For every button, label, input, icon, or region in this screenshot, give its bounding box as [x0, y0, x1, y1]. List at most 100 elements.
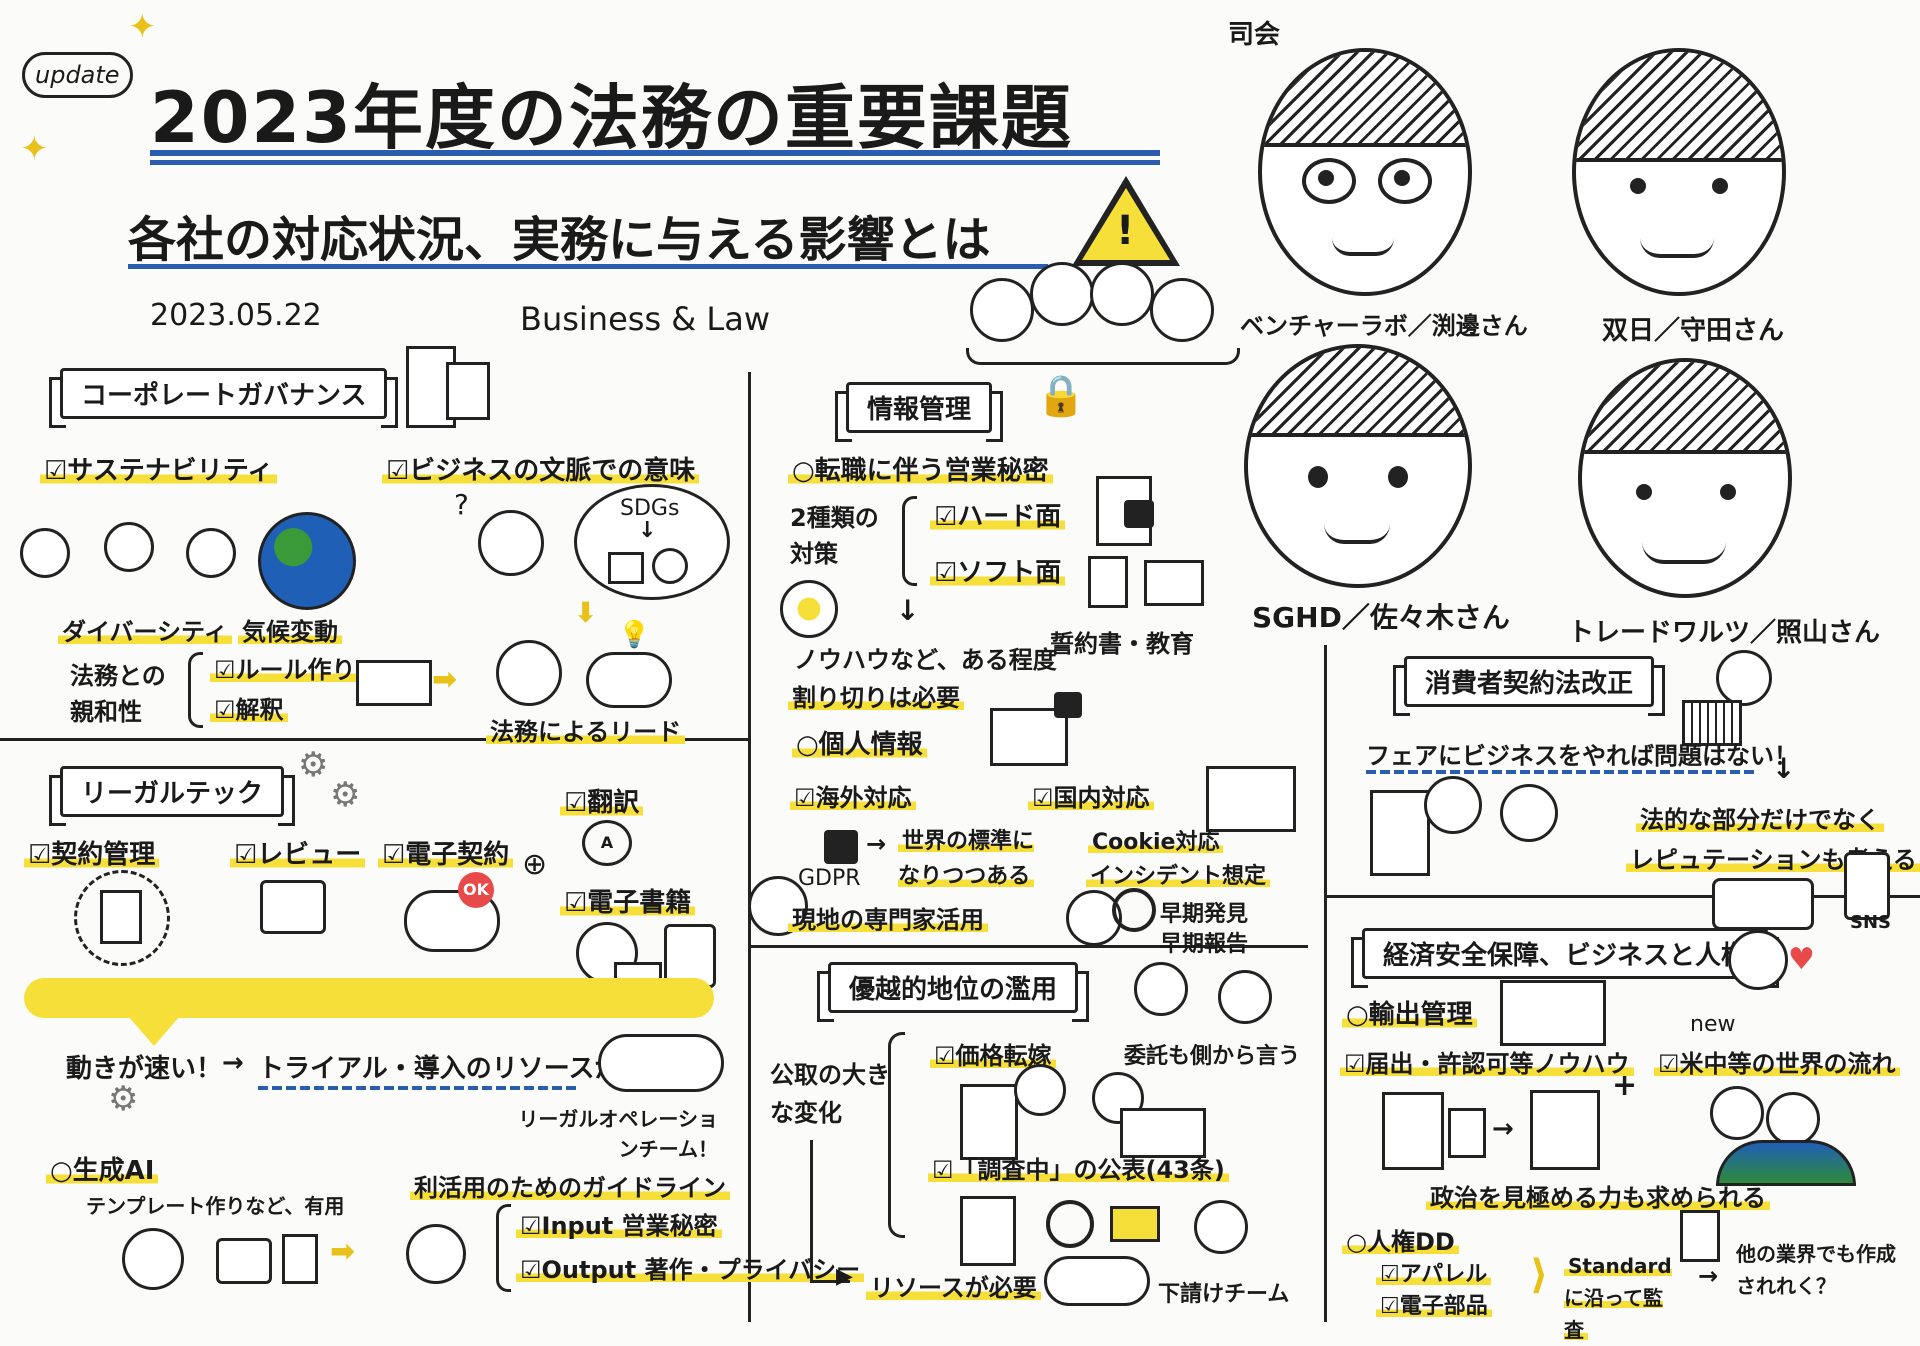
label-legalops-team: リーガルオペレーションチーム！ [518, 1107, 718, 1161]
label-ftc: 公取の大きな変化 [770, 1061, 890, 1128]
person-icon [20, 528, 70, 578]
item-esign: ☑電子契約 [378, 834, 514, 871]
arrow-icon: ⟩ [1530, 1252, 1549, 1298]
item-review: ☑レビュー [230, 834, 366, 871]
gear-icon: ⚙ [298, 745, 329, 785]
building-icon [1370, 790, 1430, 876]
speaker-name-2: SGHD／佐々木さん [1252, 601, 1510, 634]
label-compat: 法務との親和性 [70, 662, 166, 726]
label-early: 早期発見 [1160, 902, 1249, 927]
title-underline [150, 160, 1160, 165]
arrow-icon: → [222, 1048, 244, 1078]
person-icon [1030, 262, 1094, 326]
robot-icon [216, 1238, 272, 1284]
moderator-label: 司会 [1228, 20, 1281, 50]
arrow-down-icon: ⬇ [574, 596, 598, 629]
id-card-icon [990, 708, 1068, 766]
label-early2: 早期報告 [1160, 932, 1249, 957]
label-template: テンプレート作りなど、有用 [86, 1194, 345, 1218]
arrow-icon: ➡ [432, 662, 458, 697]
econ-heading: 経済安全保障、ビジネスと人権 [1350, 928, 1780, 988]
label-knowhow: ノウハウなど、ある程度 [794, 646, 1057, 674]
label-resource: リソースが必要 [866, 1268, 1041, 1303]
person-icon [1090, 262, 1154, 326]
person-icon [1194, 1200, 1248, 1254]
refresh-document-icon [74, 870, 170, 966]
divider [1324, 645, 1327, 1322]
item-human: ○人権DD [1342, 1222, 1459, 1257]
smartphone-icon [1844, 852, 1890, 920]
item-export: ○輸出管理 [1342, 994, 1477, 1031]
warning-icon-fill [1082, 188, 1170, 260]
yellow-callout-tip [128, 1016, 180, 1046]
label-gdpr: GDPR [798, 866, 861, 891]
update-tag: update [22, 52, 133, 98]
speaker-face-1 [1572, 48, 1786, 296]
earth-icon [258, 512, 356, 610]
label-two-types: 2種類の対策 [790, 504, 879, 568]
government-building-icon [1530, 1090, 1600, 1170]
page-title: 2023年度の法務の重要課題 [150, 77, 1073, 159]
item-rule: ☑ルール作り [210, 650, 360, 685]
team-icon [1044, 1256, 1150, 1306]
document-icon [100, 890, 142, 944]
lock-icon: 🔒 [1036, 373, 1086, 419]
speaker-face-2 [1244, 344, 1472, 588]
publisher: Business & Law [520, 300, 771, 338]
gear-icon: ⚙ [108, 1079, 139, 1119]
shopping-cart-icon [1682, 700, 1742, 746]
label-pledge: 誓約書・教育 [1050, 630, 1194, 658]
label-cutoff: 割り切りは必要 [788, 678, 964, 713]
item-ebook: ☑電子書籍 [560, 882, 696, 919]
robot-icon [260, 880, 326, 934]
gear-icon: ⚙ [330, 775, 361, 815]
cookie-browser-icon [1206, 766, 1296, 832]
translate-icon: A [582, 820, 632, 866]
bulb-circle-icon [780, 580, 838, 638]
person-magnifier-icon [1066, 890, 1122, 946]
documents-icon [1680, 1210, 1720, 1262]
item-translation: ☑翻訳 [560, 782, 644, 819]
ok-stamp: OK [458, 872, 494, 908]
item-personal: ○個人情報 [792, 724, 927, 761]
label-guideline: 利活用のためのガイドライン [410, 1168, 730, 1203]
person-icon [1424, 776, 1482, 834]
corporate-heading: コーポレートガバナンス [48, 368, 399, 428]
label-standard: Standardに沿って監査 [1564, 1254, 1672, 1342]
item-input: ☑Input 営業秘密 [516, 1206, 722, 1241]
label-politics: 政治を見極める力も求められる [1426, 1178, 1770, 1213]
warning-exclaim: ! [1116, 208, 1135, 254]
person-icon [104, 522, 154, 572]
label-other: 他の業界でも作成されれく？ [1736, 1242, 1896, 1298]
label-new: new [1690, 1012, 1736, 1037]
yellow-callout [24, 978, 714, 1018]
title-underline [150, 150, 1160, 156]
ship-icon [1500, 980, 1606, 1046]
label-sub-team: 下請けチーム [1158, 1282, 1290, 1307]
abuse-heading: 優越的地位の濫用 [816, 962, 1090, 1022]
label-diversity: ダイバーシティ [58, 612, 232, 647]
question-mark: ? [454, 488, 469, 521]
moderator-face [1258, 48, 1472, 296]
item-sustainability: ☑サステナビリティ [40, 450, 278, 487]
label-sns: SNS [1850, 912, 1891, 933]
person-icon [1500, 784, 1558, 842]
item-uschina: ☑米中等の世界の流れ [1654, 1044, 1900, 1079]
sdgs-icons [608, 552, 644, 584]
book-icon [356, 660, 432, 706]
item-trade-secret: ○転職に伴う営業秘密 [788, 450, 1053, 487]
magnifier-icon [1112, 888, 1156, 932]
item-output: ☑Output 著作・プライバシー [516, 1250, 865, 1285]
plus-icon: ⊕ [522, 847, 548, 882]
person-flag-icon [496, 640, 562, 706]
speaker-bracket [966, 348, 1240, 365]
team-icon [598, 1034, 724, 1092]
item-contract: ☑契約管理 [24, 834, 160, 871]
arrow-icon: ▶ [836, 1264, 853, 1289]
divider [748, 945, 1308, 948]
label-local: 現地の専門家活用 [788, 900, 988, 935]
person-reading-icon [406, 1224, 466, 1284]
arrow-down-icon: ↓ [1772, 752, 1796, 785]
label-world-std: 世界の標準になりつつある [898, 829, 1035, 890]
arrow-icon: → [866, 830, 887, 858]
